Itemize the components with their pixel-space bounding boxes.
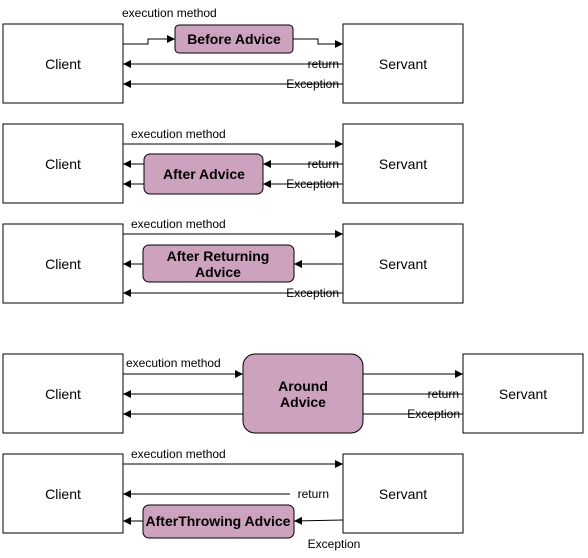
client-box (2, 123, 124, 204)
diagram-after-throwing-advice: Client Servant execution method return A… (2, 447, 464, 551)
exception-label: Exception (286, 77, 339, 91)
client-label: Client (45, 156, 81, 172)
client-box (2, 23, 124, 104)
exception-label: Exception (286, 286, 339, 300)
return-label: return (298, 487, 329, 501)
client-label: Client (45, 256, 81, 272)
diagram-around-advice: Client Servant Around Advice execution m… (2, 353, 584, 434)
exception-arrow-to-advice (293, 516, 344, 525)
after-throwing-advice-label: AfterThrowing Advice (146, 513, 291, 529)
execution-method-label: execution method (126, 356, 221, 370)
around-advice-label-line-2: Advice (280, 394, 326, 410)
client-label: Client (45, 56, 81, 72)
execution-method-label: execution method (122, 6, 217, 20)
client-label: Client (45, 386, 81, 402)
return-label: return (428, 387, 459, 401)
diagram-before-advice: Client Servant Before Advice execution m… (2, 6, 464, 104)
return-label: return (308, 57, 339, 71)
execution-arrow-to-advice (123, 35, 175, 45)
servant-box (462, 353, 584, 434)
after-advice-box (143, 153, 264, 195)
servant-box (342, 453, 464, 534)
after-returning-advice-label-line-2: Advice (195, 264, 241, 280)
client-box (2, 453, 124, 534)
return-label: return (308, 157, 339, 171)
client-label: Client (45, 486, 81, 502)
before-advice-label: Before Advice (187, 31, 281, 47)
exception-label: Exception (308, 537, 361, 551)
servant-label: Servant (379, 56, 427, 72)
execution-method-label: execution method (131, 217, 226, 231)
execution-method-label: execution method (131, 447, 226, 461)
exception-label: Exception (286, 177, 339, 191)
servant-box (342, 23, 464, 104)
around-advice-label-line-1: Around (278, 378, 328, 394)
execution-arrow-to-servant (293, 38, 343, 48)
client-box (2, 223, 124, 304)
exception-label: Exception (407, 407, 460, 421)
servant-label: Servant (499, 386, 547, 402)
diagram-after-advice: Client Servant execution method After Ad… (2, 123, 464, 204)
servant-label: Servant (379, 156, 427, 172)
servant-box (342, 123, 464, 204)
client-box (2, 353, 124, 434)
after-returning-advice-label-line-1: After Returning (167, 248, 270, 264)
diagram-after-returning-advice: Client Servant execution method After Re… (2, 217, 464, 304)
servant-label: Servant (379, 256, 427, 272)
servant-label: Servant (379, 486, 427, 502)
execution-method-label: execution method (131, 127, 226, 141)
after-advice-label: After Advice (163, 166, 245, 182)
